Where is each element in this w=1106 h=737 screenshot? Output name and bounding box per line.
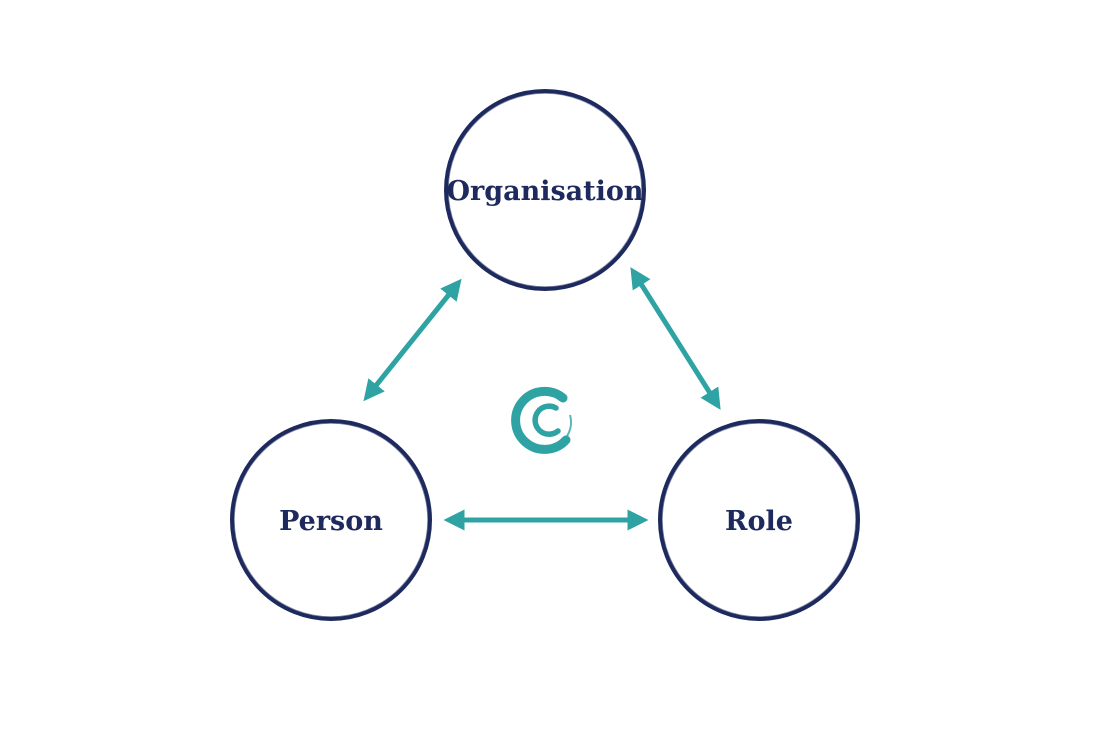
role-circle bbox=[658, 419, 860, 621]
role-label: Role bbox=[725, 506, 793, 537]
node-role: Role bbox=[658, 419, 860, 621]
arrow-organisation-person bbox=[363, 278, 462, 402]
organisation-circle bbox=[444, 89, 646, 291]
node-person: Person bbox=[230, 419, 432, 621]
organisation-label: Organisation bbox=[446, 176, 643, 207]
arrow-organisation-role bbox=[630, 267, 721, 410]
c-swirl-logo-icon bbox=[511, 386, 572, 454]
node-organisation: Organisation bbox=[444, 89, 646, 291]
person-circle bbox=[230, 419, 432, 621]
person-label: Person bbox=[279, 506, 383, 537]
